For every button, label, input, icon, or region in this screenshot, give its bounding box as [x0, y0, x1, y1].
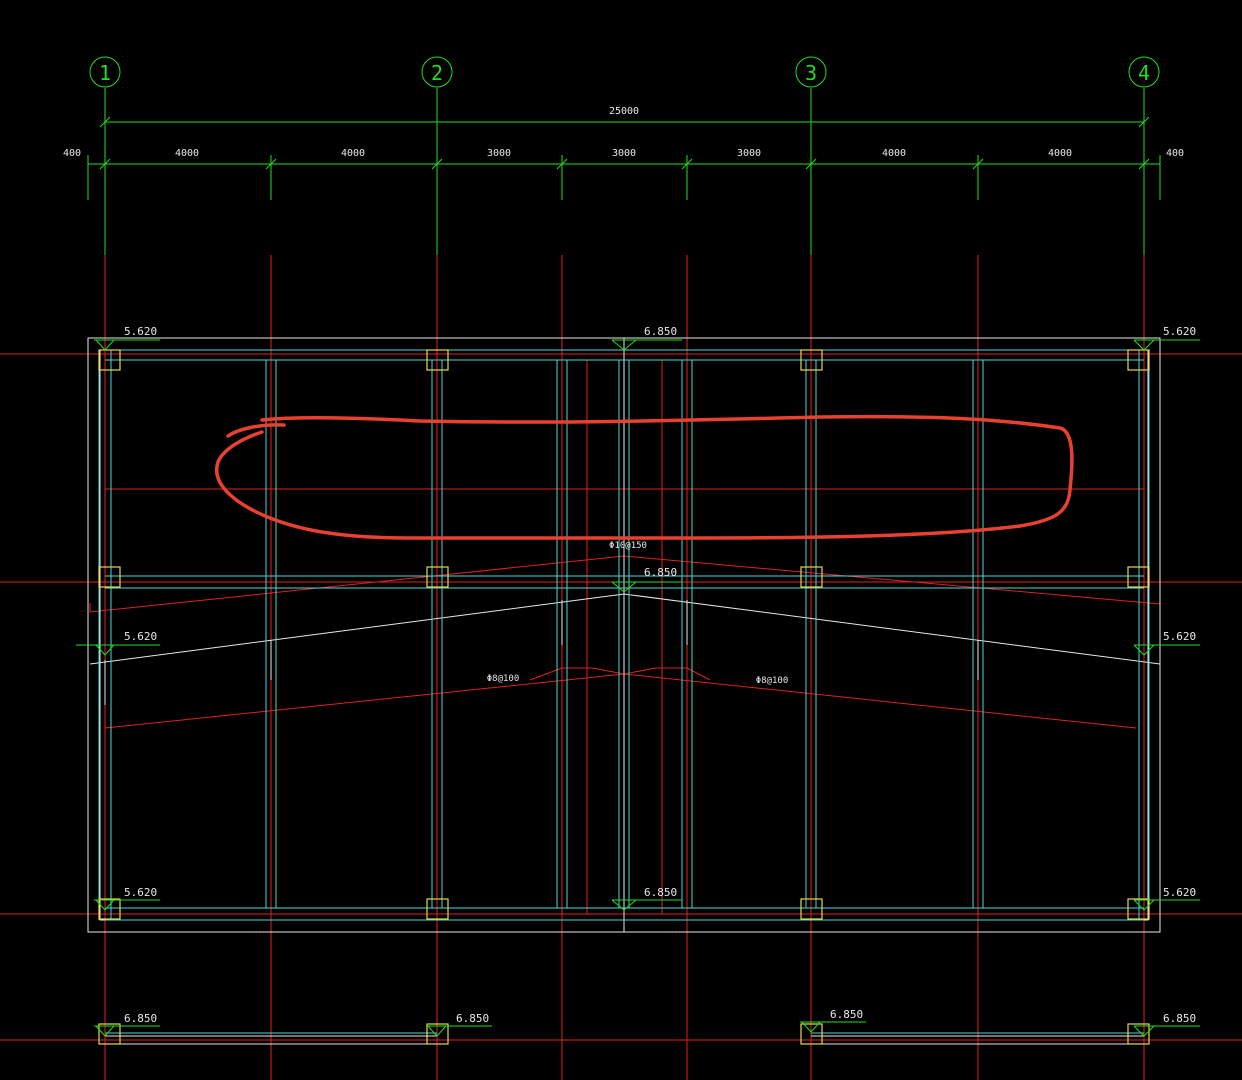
dimension-text-4: 3000	[487, 148, 511, 159]
dimension-text-6: 3000	[737, 148, 761, 159]
elevation-markers	[76, 339, 1200, 1037]
dimension-text-7: 4000	[882, 148, 906, 159]
dimension-system	[87, 56, 1161, 255]
dimension-text-1: 400	[63, 148, 81, 159]
column	[98, 349, 121, 371]
column	[1127, 898, 1150, 920]
elevation-text: 6.850	[644, 886, 677, 899]
overall-dimension-text: 25000	[609, 106, 639, 117]
rebar-label-left: Φ8@100	[487, 674, 520, 684]
column	[98, 1023, 121, 1045]
elevation-text: 6.850	[1163, 1012, 1196, 1025]
slab-outline	[87, 337, 1161, 1045]
elevation-text: 6.850	[644, 325, 677, 338]
freehand-annotation-outline	[214, 414, 1074, 540]
rebar-label-top: Φ10@150	[609, 541, 647, 551]
grid-label-4: 4	[1138, 61, 1150, 85]
dimension-text-3: 4000	[341, 148, 365, 159]
axis-lines	[0, 255, 1242, 1080]
column	[426, 1023, 449, 1045]
column	[1127, 349, 1150, 371]
elevation-text: 5.620	[124, 630, 157, 643]
grid-bubble-3	[795, 56, 827, 88]
elevation-text: 5.620	[124, 886, 157, 899]
column	[1127, 1023, 1150, 1045]
dimension-text-8: 4000	[1048, 148, 1072, 159]
elevation-text: 6.850	[124, 1012, 157, 1025]
column	[800, 1023, 823, 1045]
grid-label-2: 2	[431, 61, 443, 85]
dimension-text-9: 400	[1166, 148, 1184, 159]
column	[800, 898, 823, 920]
grid-bubble-2	[421, 56, 453, 88]
column	[426, 898, 449, 920]
column	[98, 566, 121, 588]
column	[800, 566, 823, 588]
elevation-text: 5.620	[1163, 325, 1196, 338]
column	[98, 898, 121, 920]
column	[1127, 566, 1150, 588]
grid-bubble-4	[1128, 56, 1160, 88]
beam-lines	[98, 349, 1150, 1034]
elevation-text: 6.850	[456, 1012, 489, 1025]
grid-label-3: 3	[805, 61, 817, 85]
column	[426, 349, 449, 371]
rebar-label-right: Φ8@100	[756, 676, 789, 686]
column	[426, 566, 449, 588]
column	[800, 349, 823, 371]
elevation-text: 6.850	[830, 1008, 863, 1021]
grid-label-1: 1	[99, 61, 111, 85]
grid-bubble-1	[89, 56, 121, 88]
elevation-text: 5.620	[1163, 630, 1196, 643]
elevation-text: 5.620	[1163, 886, 1196, 899]
elevation-text: 5.620	[124, 325, 157, 338]
dimension-text-2: 4000	[175, 148, 199, 159]
elevation-text: 6.850	[644, 566, 677, 579]
dimension-text-5: 3000	[612, 148, 636, 159]
columns	[98, 349, 1150, 1045]
